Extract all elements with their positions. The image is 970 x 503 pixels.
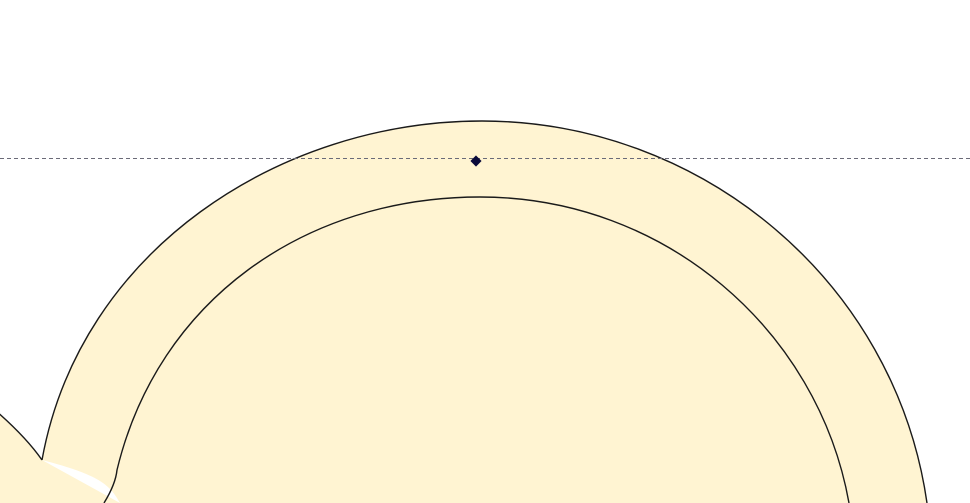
diamond-node-handle-icon[interactable] <box>470 155 482 167</box>
inner-arch-outline[interactable] <box>103 196 850 503</box>
outer-arch-outline <box>41 120 928 503</box>
left-lobe-outline <box>0 413 43 461</box>
outer-arch-shape[interactable] <box>42 121 927 503</box>
left-lobe-shape[interactable] <box>0 410 120 503</box>
